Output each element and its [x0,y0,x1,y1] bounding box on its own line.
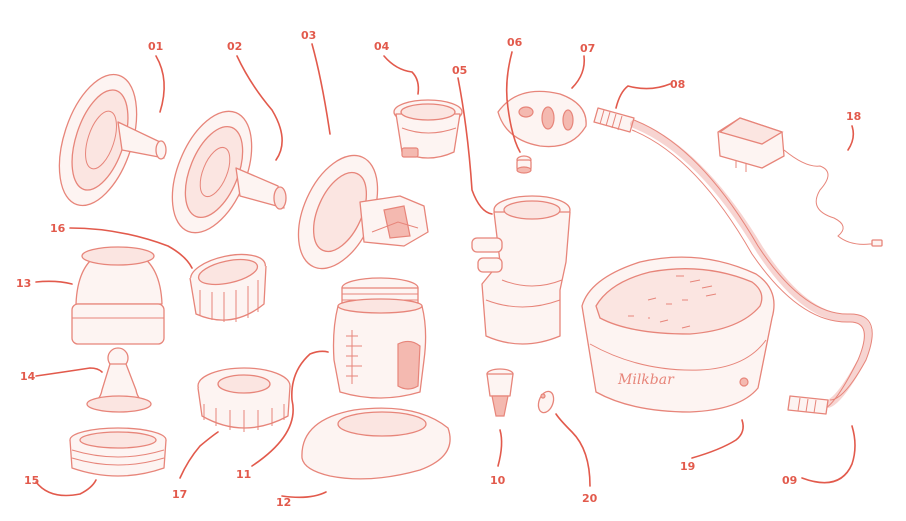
part-08-tube-connector [593,107,873,409]
leader-line-08 [615,83,671,109]
leader-line-19 [691,419,744,459]
leader-line-02 [236,55,283,161]
label-14: 14 [20,370,36,383]
brand-wordmark: Milkbar [617,372,675,388]
part-13-bottle-cap [71,246,165,345]
leader-line-09 [801,425,856,484]
leader-line-03 [311,43,331,135]
part-02-flange-medium [171,110,287,234]
label-03: 03 [301,29,316,42]
label-02: 02 [227,40,242,53]
label-17: 17 [172,488,187,501]
leader-line-06 [505,51,521,153]
label-05: 05 [452,64,467,77]
part-17-bottle-collar [197,367,291,432]
label-18: 18 [846,110,861,123]
part-16-sealing-lid [189,253,267,322]
leader-line-01 [155,55,165,113]
part-14-nipple [86,347,152,413]
part-18-power-adapter [717,117,883,247]
label-08: 08 [670,78,685,91]
label-19: 19 [680,460,695,473]
label-12: 12 [276,496,291,509]
part-05-pump-body [471,195,571,345]
label-07: 07 [580,42,595,55]
part-03-flange-connector [297,154,429,270]
leader-line-15 [35,479,97,497]
label-11: 11 [236,468,251,481]
label-10: 10 [490,474,506,487]
leader-line-14 [35,367,103,377]
label-01: 01 [148,40,163,53]
leader-line-20 [555,413,591,487]
label-06: 06 [507,36,523,49]
part-09-tube-end [787,395,829,415]
label-20: 20 [582,492,598,505]
leader-line-17 [179,431,219,479]
label-09: 09 [782,474,797,487]
part-10-duckbill-valve [486,368,514,417]
leader-line-13 [35,280,73,285]
leader-line-04 [383,55,420,95]
leader-line-07 [571,55,586,89]
part-07-valve-cover [497,90,587,148]
leader-line-18 [847,125,855,151]
part-04-valve-cup [393,99,463,159]
part-01-flange-large [58,73,167,207]
label-04: 04 [374,40,390,53]
label-15: 15 [24,474,39,487]
leader-line-12 [281,491,327,499]
leader-line-05 [457,77,493,215]
part-20-membrane [537,390,555,414]
leader-line-11 [251,350,329,467]
part-12-bottle-stand [301,407,451,480]
part-06-small-valve [516,155,532,174]
leader-line-10 [497,429,503,467]
part-19-main-unit: Milkbar [581,256,775,413]
part-11-bottle [332,277,427,399]
label-13: 13 [16,277,31,290]
label-16: 16 [50,222,66,235]
leader-line-16 [69,227,193,269]
part-15-threaded-ring [69,427,167,477]
